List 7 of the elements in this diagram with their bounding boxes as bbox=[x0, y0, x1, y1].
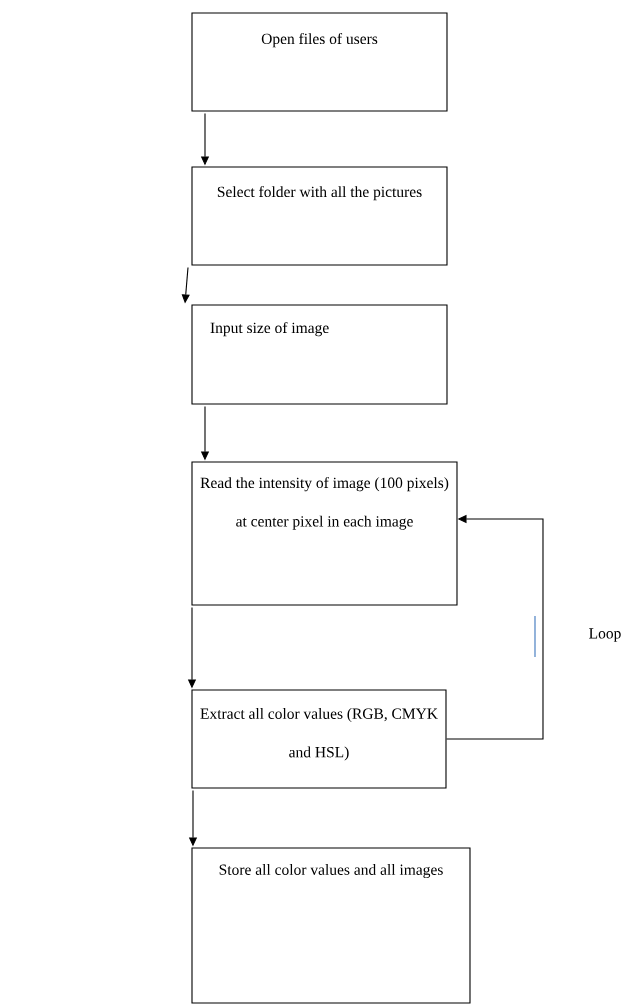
process-box: Input size of image bbox=[191, 304, 448, 405]
process-box: Open files of users bbox=[191, 12, 448, 112]
process-box: Select folder with all the pictures bbox=[191, 166, 448, 266]
process-box: Read the intensity of image (100 pixels) at center pixel in each image bbox=[191, 461, 458, 606]
process-box: Store all color values and all images bbox=[191, 847, 471, 1004]
process-box: Extract all color values (RGB, CMYK and HSL) bbox=[191, 689, 447, 789]
edge-label: Loop bbox=[589, 628, 621, 642]
